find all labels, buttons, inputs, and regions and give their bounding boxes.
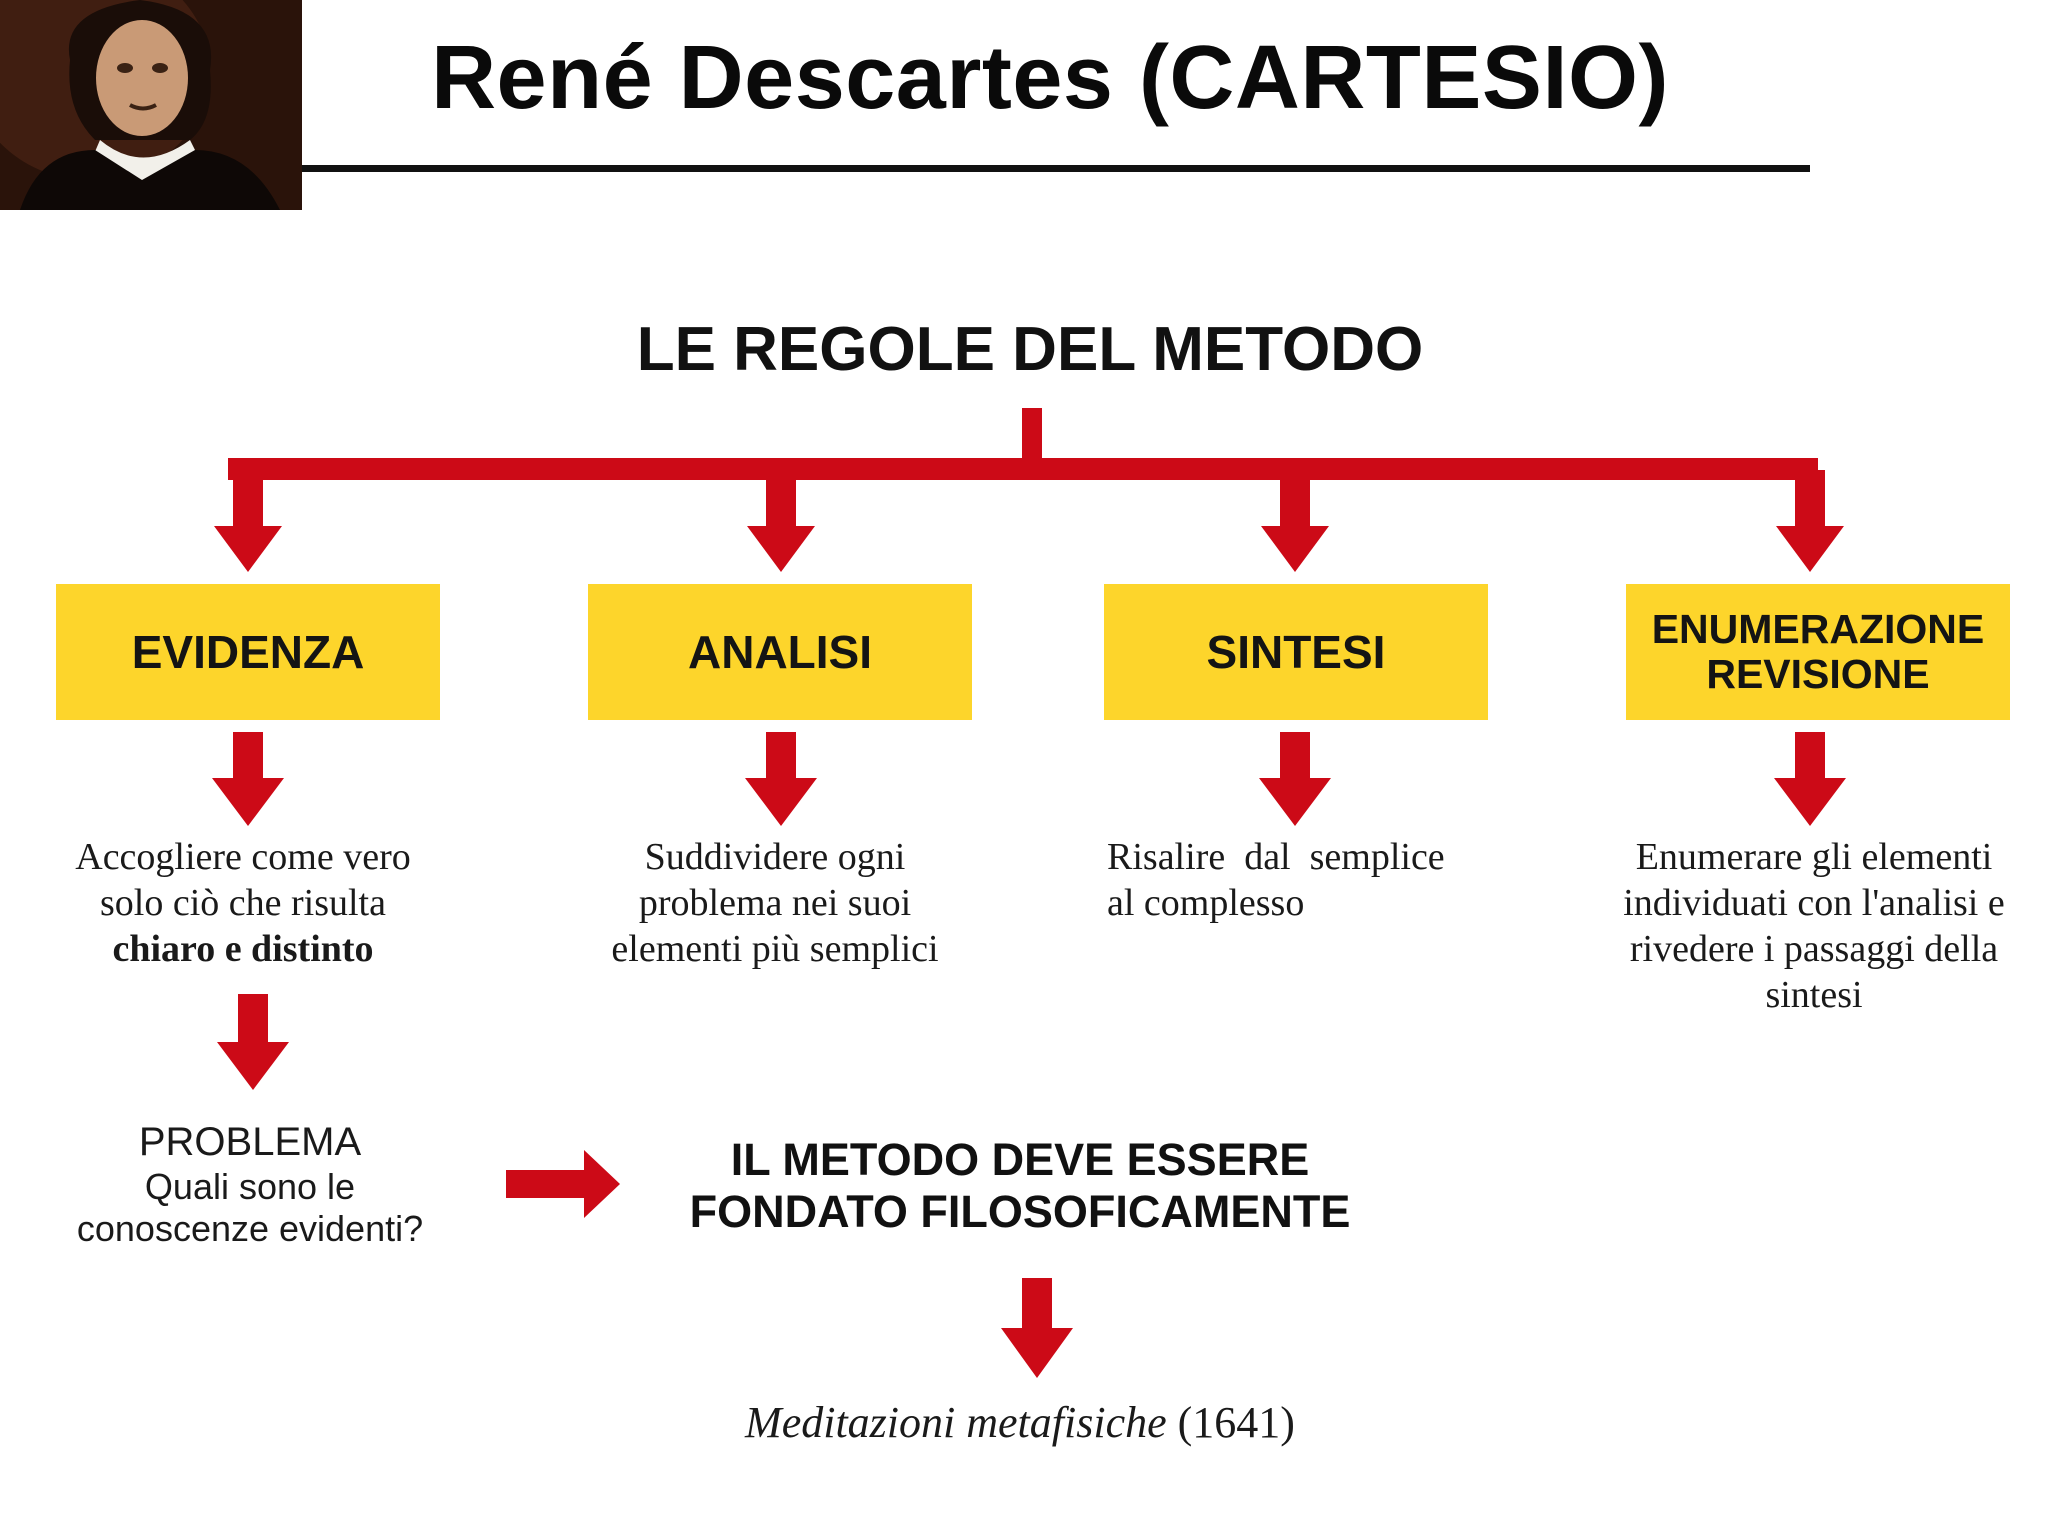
arrow-to-conclusion: [506, 1150, 620, 1218]
arrow-to-work: [1001, 1278, 1073, 1378]
desc-analisi-line-2: problema nei suoi: [638, 882, 912, 924]
branch-bar: [228, 458, 1818, 480]
arrow-analisi: [747, 470, 815, 572]
desc-enumerazione-line-3: rivedere i passaggi della: [1629, 928, 1999, 970]
conclusion-line-2: FONDATO FILOSOFICAMENTE: [689, 1186, 1351, 1237]
box-evidenza: EVIDENZA: [56, 584, 440, 720]
trunk-stem: [1022, 408, 1042, 470]
problem-heading: PROBLEMA: [138, 1120, 362, 1164]
desc-sintesi-line-2: al complesso: [1107, 882, 1305, 924]
work-year: (1641): [1177, 1398, 1295, 1447]
page-title: René Descartes (CARTESIO): [431, 28, 1669, 128]
desc-evidenza: Accogliere come vero solo ciò che risult…: [18, 834, 468, 972]
arrow-to-problem: [217, 994, 289, 1090]
box-enumerazione-line-1: ENUMERAZIONE: [1651, 606, 1985, 652]
box-analisi: ANALISI: [588, 584, 972, 720]
desc-enumerazione-line-1: Enumerare gli elementi: [1635, 836, 1993, 878]
box-evidenza-label: EVIDENZA: [131, 626, 365, 678]
arrow-sintesi-desc: [1259, 732, 1331, 826]
desc-enumerazione-line-4: sintesi: [1765, 974, 1863, 1016]
desc-evidenza-emphasis: chiaro e distinto: [112, 928, 374, 970]
desc-analisi: Suddividere ogni problema nei suoi eleme…: [550, 834, 1000, 972]
desc-sintesi-line-1: Risalire dal semplice: [1107, 836, 1445, 878]
conclusion-block: IL METODO DEVE ESSERE FONDATO FILOSOFICA…: [640, 1134, 1400, 1238]
arrow-sintesi: [1261, 470, 1329, 572]
desc-enumerazione: Enumerare gli elementi individuati con l…: [1584, 834, 2044, 1018]
problem-question-line-2: conoscenze evidenti?: [76, 1208, 424, 1249]
title-underline: [302, 165, 1810, 172]
box-enumerazione-label: ENUMERAZIONE REVISIONE: [1652, 607, 1985, 697]
descartes-portrait: [0, 0, 302, 210]
arrow-evidenza: [214, 470, 282, 572]
desc-evidenza-line-1: Accogliere come vero: [75, 836, 411, 878]
box-sintesi: SINTESI: [1104, 584, 1488, 720]
box-analisi-label: ANALISI: [688, 626, 872, 678]
arrow-enumerazione: [1776, 470, 1844, 572]
work-reference: Meditazioni metafisiche (1641): [600, 1395, 1440, 1451]
desc-analisi-line-3: elementi più semplici: [611, 928, 939, 970]
desc-enumerazione-line-2: individuati con l'analisi e: [1623, 882, 2005, 924]
portrait-image: [0, 0, 302, 210]
box-enumerazione-revisione: ENUMERAZIONE REVISIONE: [1626, 584, 2010, 720]
arrow-evidenza-desc: [212, 732, 284, 826]
arrow-enumerazione-desc: [1774, 732, 1846, 826]
desc-analisi-line-1: Suddividere ogni: [644, 836, 906, 878]
desc-sintesi: Risalire dal semplice al complesso: [1107, 834, 1527, 926]
problem-block: PROBLEMA Quali sono le conoscenze eviden…: [60, 1118, 440, 1250]
conclusion-line-1: IL METODO DEVE ESSERE: [730, 1134, 1310, 1185]
desc-evidenza-line-2: solo ciò che risulta: [100, 882, 386, 924]
work-title: Meditazioni metafisiche: [745, 1398, 1167, 1447]
problem-question-line-1: Quali sono le: [144, 1166, 356, 1207]
box-sintesi-label: SINTESI: [1206, 626, 1386, 678]
box-enumerazione-line-2: REVISIONE: [1706, 651, 1930, 697]
arrow-analisi-desc: [745, 732, 817, 826]
diagram-title: LE REGOLE DEL METODO: [636, 315, 1424, 384]
